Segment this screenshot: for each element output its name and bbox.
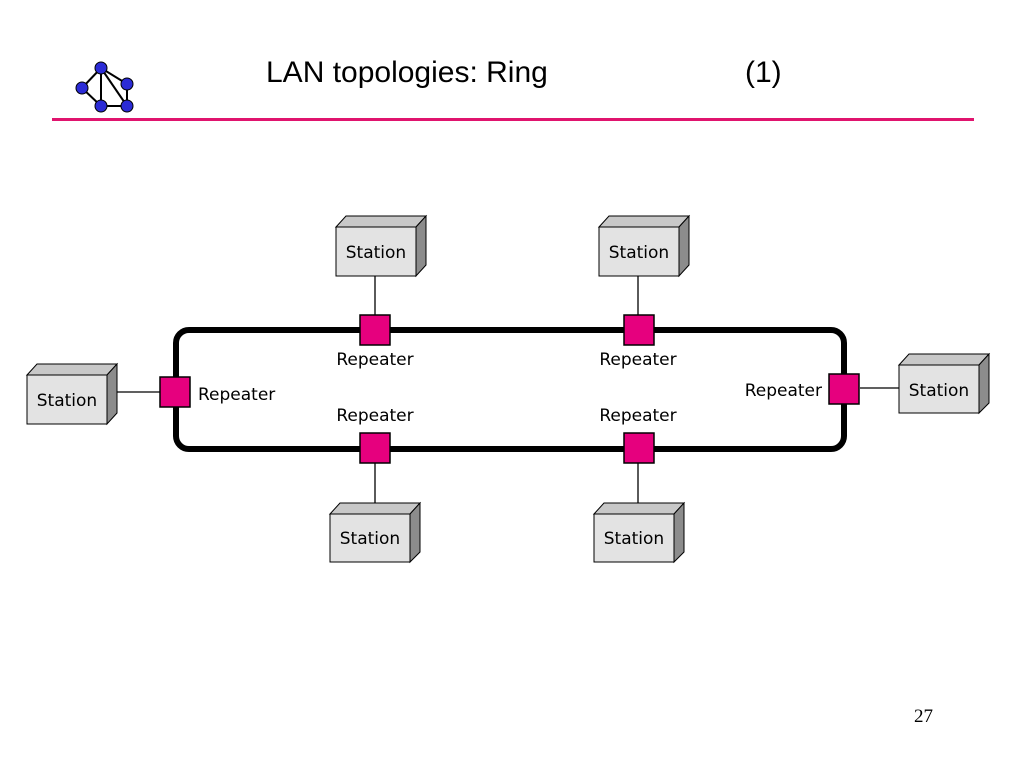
repeater	[828, 373, 860, 405]
page-number: 27	[914, 706, 933, 727]
station: Station	[897, 352, 991, 415]
network-graph-icon	[75, 61, 134, 113]
repeater	[623, 314, 655, 346]
station: Station	[592, 501, 686, 564]
repeater-label: Repeater	[198, 385, 275, 405]
repeater-label: Repeater	[599, 350, 676, 370]
repeater-label: Repeater	[599, 406, 676, 426]
station-label: Station	[909, 381, 969, 401]
station-label: Station	[609, 243, 669, 263]
repeater-label: Repeater	[336, 406, 413, 426]
slide-title: LAN topologies: Ring	[266, 56, 548, 89]
station: Station	[328, 501, 422, 564]
station-label: Station	[604, 529, 664, 549]
station-label: Station	[37, 391, 97, 411]
station: Station	[25, 362, 119, 426]
repeater	[623, 432, 655, 464]
title-rule	[52, 118, 974, 121]
repeater	[359, 432, 391, 464]
station-label: Station	[340, 529, 400, 549]
station: Station	[334, 214, 428, 278]
station: Station	[597, 214, 691, 278]
repeater-label: Repeater	[745, 381, 822, 401]
station-label: Station	[346, 243, 406, 263]
repeater-label: Repeater	[336, 350, 413, 370]
repeater	[359, 314, 391, 346]
repeater	[159, 376, 191, 408]
slide-title-number: (1)	[745, 56, 782, 89]
